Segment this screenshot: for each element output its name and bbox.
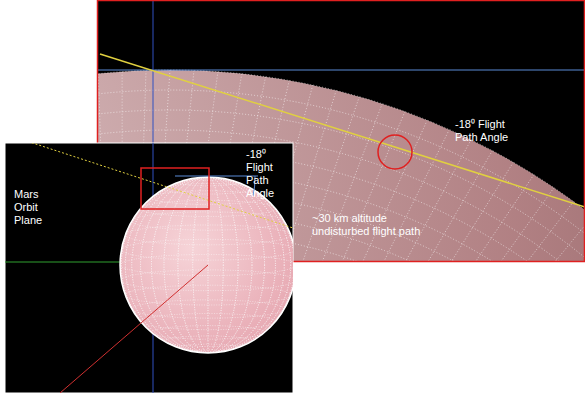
- meridian-line: [395, 162, 514, 262]
- meridian-line: [409, 175, 534, 262]
- meridian-line: [476, 247, 585, 262]
- angle-label: -18⁰ Flight Path Angle: [455, 118, 513, 144]
- parallel-line: [121, 239, 293, 260]
- parallel-line: [97, 130, 585, 262]
- meridian-line: [463, 231, 585, 262]
- altitude-note: ~30 km altitude undisturbed flight path: [312, 212, 430, 238]
- meridian-line: [120, 177, 293, 353]
- meridian-line: [334, 120, 427, 262]
- meridian-line: [303, 104, 382, 262]
- parallel-line: [97, 90, 585, 262]
- meridian-line: [121, 177, 293, 353]
- angle-label: -18⁰ Flight Path Angle: [246, 148, 292, 200]
- plane-label: Mars Orbit Plane: [14, 188, 58, 227]
- meridian-line: [423, 188, 554, 262]
- meridian-line: [319, 112, 405, 262]
- parallel-line: [120, 254, 293, 275]
- meridian-line: [287, 97, 359, 262]
- meridian-line: [350, 130, 450, 262]
- meridian-line: [121, 177, 293, 353]
- parallel-line: [97, 70, 585, 262]
- meridian-line: [365, 140, 471, 262]
- parallel-line: [97, 110, 585, 262]
- meridian-line: [380, 151, 492, 262]
- meridian-line: [437, 202, 574, 262]
- meridian-line: [450, 216, 585, 262]
